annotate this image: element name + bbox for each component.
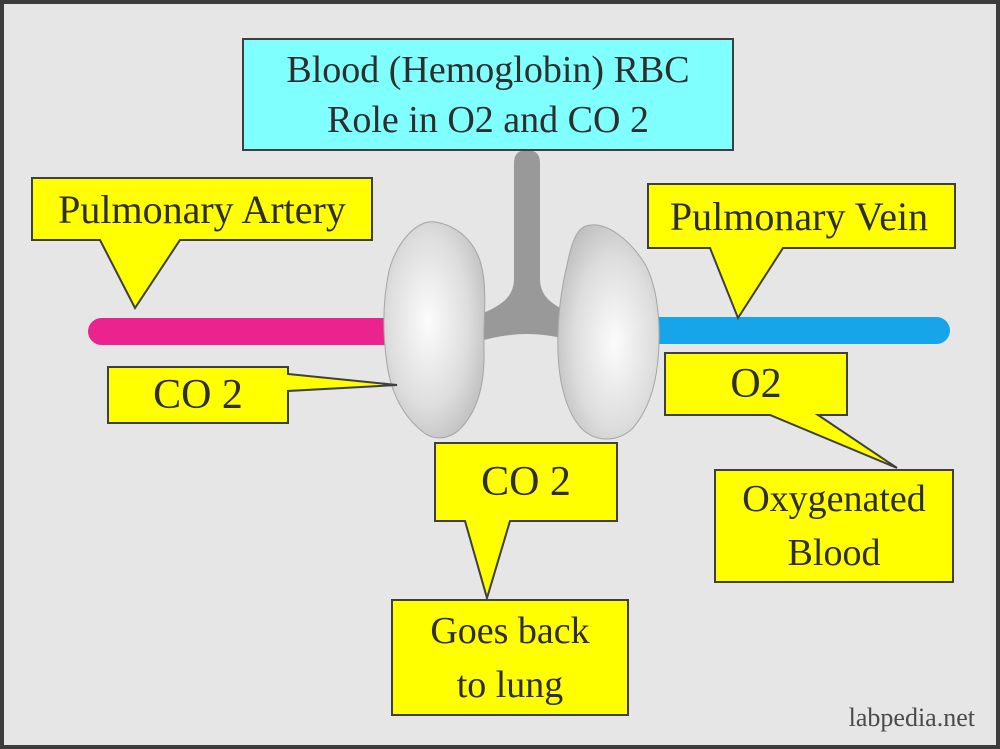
co2-artery-callout (107, 366, 398, 424)
co2-lung-label: CO 2 (481, 459, 571, 505)
goes-back-to-lung-label: Goes back to lung (392, 600, 628, 715)
watermark: labpedia.net (848, 703, 975, 732)
o2-vein-side-label: O2 (730, 361, 782, 407)
oxygenated-blood-box (714, 469, 954, 583)
oxygenated-blood-line2: Blood (787, 532, 881, 574)
goes-back-line1: Goes back (430, 609, 590, 652)
co2-artery-side-label: CO 2 (153, 372, 243, 418)
title-box (242, 38, 734, 151)
o2-vein-callout (664, 352, 898, 469)
co2-lung-callout (434, 442, 618, 602)
pulmonary-vein-vessel (620, 317, 950, 344)
goes-back-box (391, 599, 629, 716)
diagram-title-line1: Blood (Hemoglobin) RBC (286, 48, 690, 91)
pulmonary-vein-label: Pulmonary Vein (669, 193, 929, 239)
oxygenated-blood-line1: Oxygenated (742, 478, 926, 520)
left-lung-shape (383, 221, 486, 439)
pulmonary-artery-vessel (88, 318, 440, 345)
pulmonary-artery-label: Pulmonary Artery (58, 186, 346, 232)
trachea-bronchi-shape (404, 150, 650, 374)
diagram-title-line2: Role in O2 and CO 2 (327, 98, 649, 141)
pulmonary-vein-callout (647, 183, 956, 321)
goes-back-line2: to lung (456, 663, 564, 706)
pulmonary-artery-callout (31, 177, 373, 310)
right-lung-shape (557, 224, 660, 440)
oxygenated-blood-label: Oxygenated Blood (715, 470, 953, 582)
diagram-title: Blood (Hemoglobin) RBC Role in O2 and CO… (243, 39, 733, 150)
